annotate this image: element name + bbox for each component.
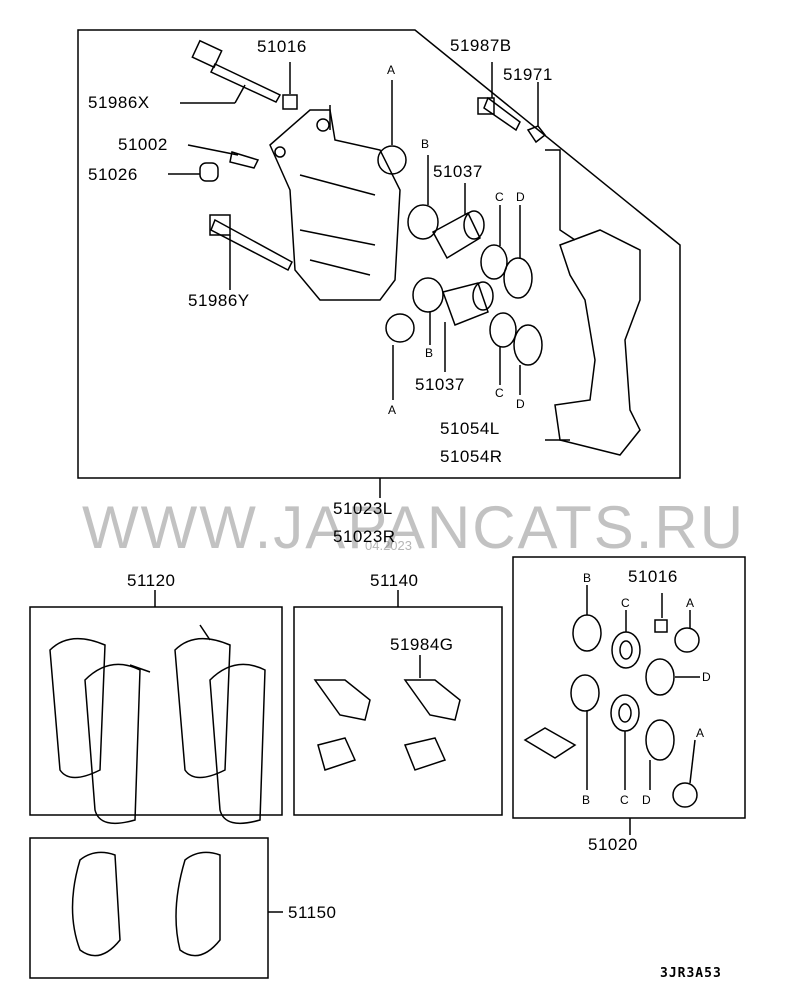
label-washer: 51971: [503, 65, 553, 84]
drawing-code: 3JR3A53: [660, 966, 722, 981]
label-piston-upper: 51037: [433, 162, 483, 181]
seal-b-upper: [407, 204, 439, 240]
letter-d: D: [516, 397, 525, 411]
pad-clip-parts: [313, 655, 461, 771]
seal-c-upper: [480, 244, 508, 280]
pad-set-frame: [29, 606, 283, 816]
seal-b-lower: [412, 277, 444, 313]
letter-b: B: [425, 346, 434, 360]
label-assy-l: 51023L: [333, 499, 393, 518]
label-bolt-y: 51986Y: [188, 291, 250, 310]
label-bleeder: 51002: [118, 135, 168, 154]
bolt-51987b-part: [483, 96, 521, 132]
label-seal-kit-bushing: 51016: [628, 567, 678, 586]
bracket-part: [554, 229, 641, 456]
letter-d: D: [516, 190, 525, 204]
shim-set-frame: [29, 837, 269, 979]
letter-a: A: [387, 63, 396, 77]
boot-a-upper-part: [377, 145, 407, 175]
letter-c: C: [495, 190, 504, 204]
letter-a: A: [696, 726, 705, 740]
label-bolt-b: 51987B: [450, 36, 512, 55]
seal-c-lower: [489, 312, 517, 348]
washer-part: [526, 125, 547, 144]
bushing-part: [282, 94, 298, 110]
bolt-51986y-part: [210, 218, 293, 272]
caliper-assembly-frame: [77, 29, 681, 479]
label-clip: 51984G: [390, 635, 454, 654]
letter-d: D: [642, 793, 651, 807]
label-bolt-x: 51986X: [88, 93, 150, 112]
boot-a-lower-part: [385, 313, 415, 343]
letter-b: B: [583, 571, 592, 585]
brake-pad-parts: [49, 624, 266, 825]
letter-c: C: [495, 386, 504, 400]
letter-b: B: [421, 137, 430, 151]
seal-d-lower: [513, 324, 543, 366]
date-stamp: 04.2023: [365, 538, 412, 553]
letter-a: A: [686, 596, 695, 610]
watermark: WWW.JAPANCATS.RU: [82, 494, 746, 561]
label-bracket-l: 51054L: [440, 419, 500, 438]
label-assy-r: 51023R: [333, 527, 396, 546]
seal-d-upper: [503, 257, 533, 299]
label-bracket-r: 51054R: [440, 447, 503, 466]
bolt-51986x-part: [191, 39, 282, 103]
caliper-body-part: [269, 109, 401, 301]
letter-c: C: [620, 793, 629, 807]
shim-parts: [71, 851, 221, 957]
letter-d: D: [702, 670, 711, 684]
letter-a: A: [388, 403, 397, 417]
cap-part: [199, 162, 219, 182]
label-shim-set: 51150: [288, 903, 337, 922]
letter-b: B: [582, 793, 591, 807]
label-cap: 51026: [88, 165, 138, 184]
piston-lower-part: [442, 282, 489, 326]
seal-kit-parts: [523, 585, 700, 808]
label-clip-kit: 51140: [370, 571, 419, 590]
label-piston-lower: 51037: [415, 375, 465, 394]
letter-c: C: [621, 596, 630, 610]
label-seal-kit: 51020: [588, 835, 638, 854]
label-pad-set: 51120: [127, 571, 176, 590]
seal-kit-frame: [512, 556, 746, 819]
piston-upper-part: [431, 211, 481, 260]
bleeder-part: [229, 151, 260, 169]
label-bushing: 51016: [257, 37, 307, 56]
